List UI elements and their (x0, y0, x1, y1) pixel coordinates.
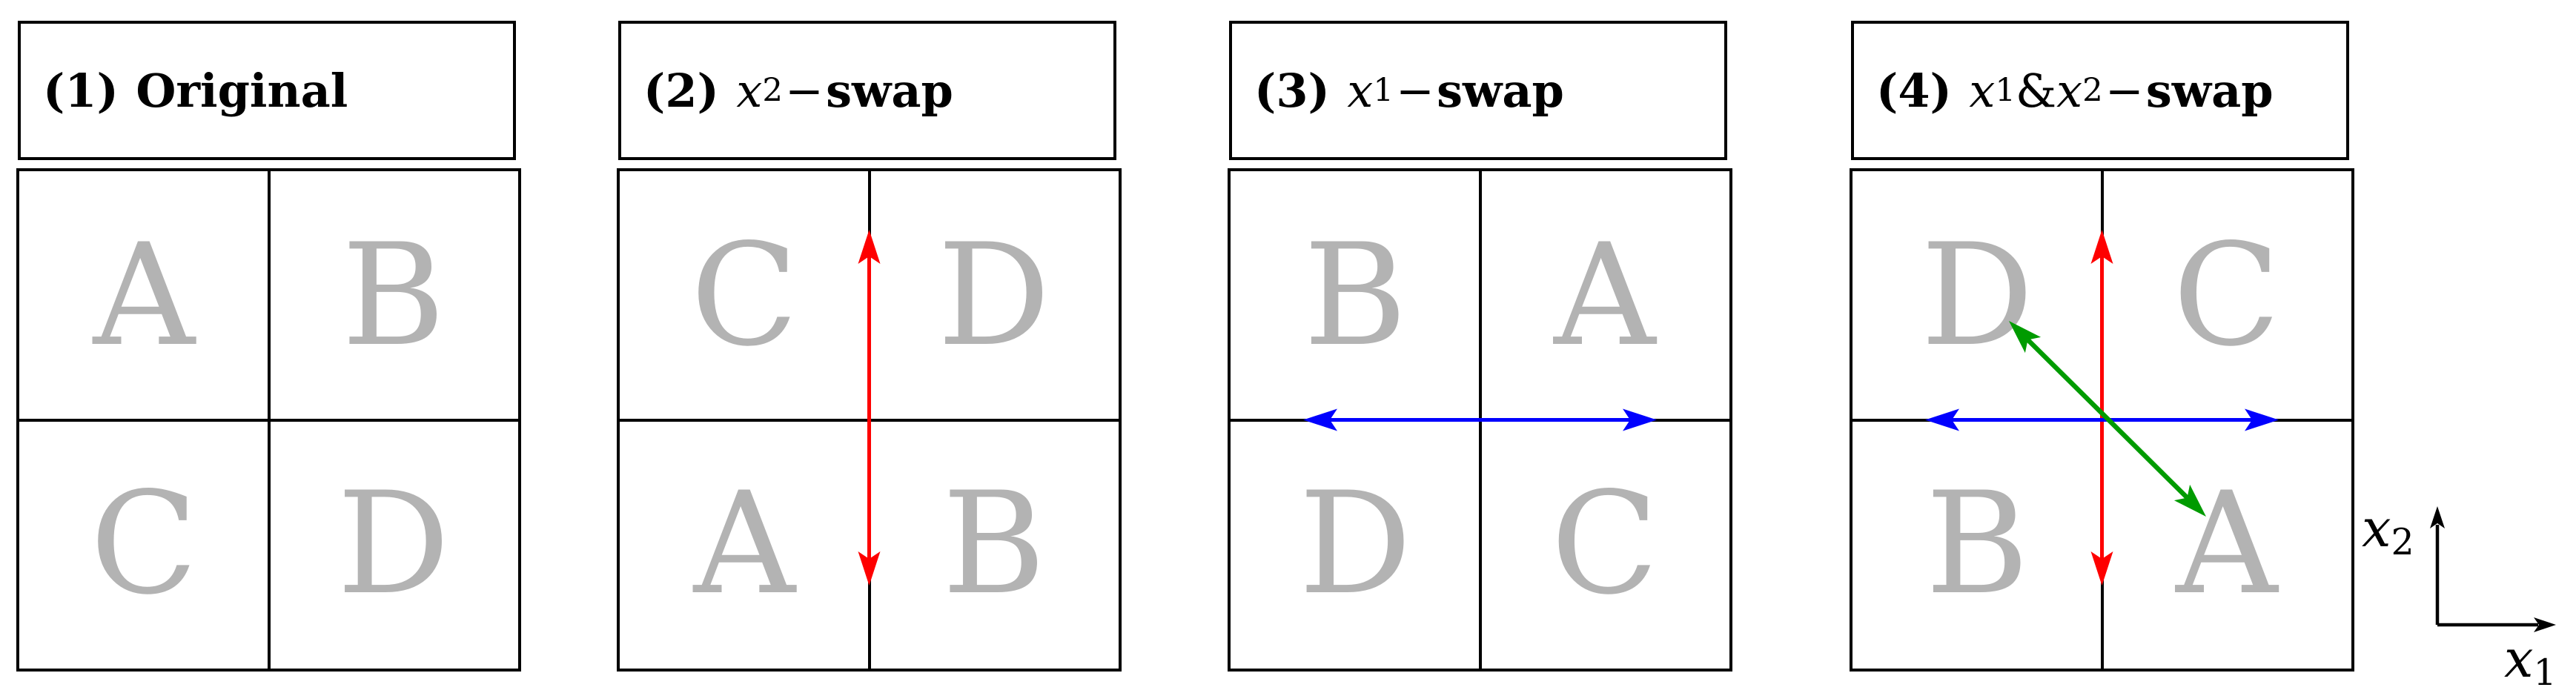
cell-top-left: C (620, 171, 870, 420)
math-subscript: 2 (2391, 520, 2414, 563)
cell-top-left: D (1852, 171, 2102, 420)
cell-letter: D (1921, 213, 2034, 377)
grid-horizontal-divider (19, 418, 518, 422)
cell-bottom-right: C (1480, 420, 1730, 669)
title-word: swap (826, 63, 953, 118)
math-subscript: 1 (2533, 651, 2557, 693)
cell-letter: B (941, 462, 1046, 626)
axes-arrows (2430, 506, 2556, 632)
math-var: x (2504, 629, 2534, 689)
cell-bottom-left: D (1231, 420, 1480, 669)
cell-bottom-left: B (1852, 420, 2102, 669)
cell-letter: C (2173, 213, 2281, 377)
math-var: x (2362, 498, 2391, 559)
quadrant-grid-x1-swap: B A D C (1228, 168, 1732, 672)
cell-letter: A (693, 462, 795, 626)
title-word: Original (136, 63, 348, 118)
cell-bottom-right: B (870, 420, 1119, 669)
cell-letter: C (90, 462, 198, 626)
panel-number: (4) (1876, 63, 1952, 118)
cell-letter: A (1554, 213, 1656, 377)
math-subscript: 1 (1373, 72, 1394, 109)
math-subscript: 2 (762, 72, 783, 109)
cell-top-left: B (1231, 171, 1480, 420)
cell-letter: D (937, 213, 1050, 377)
cell-bottom-right: A (2102, 420, 2352, 669)
cell-letter: B (1303, 213, 1408, 377)
cell-letter: D (337, 462, 450, 626)
coordinate-axes: x2 x1 (2357, 445, 2576, 693)
cell-top-right: D (870, 171, 1119, 420)
quadrant-grid-x1x2-swap: D C B A (1850, 168, 2354, 672)
cell-top-right: C (2102, 171, 2352, 420)
panel-number: (3) (1254, 63, 1330, 118)
cell-top-right: B (269, 171, 519, 420)
quadrant-grid-original: A B C D (16, 168, 521, 672)
cell-bottom-right: D (269, 420, 519, 669)
ampersand: & (2015, 63, 2057, 118)
panel-number: (1) (43, 63, 119, 118)
panel-original: (1) Original A B C D (16, 21, 521, 672)
title-word: swap (2145, 63, 2274, 118)
math-var: x (1969, 63, 1996, 118)
panel-title-original: (1) Original (18, 21, 516, 160)
cell-letter: B (1925, 462, 2030, 626)
x2-axis-label: x2 (2362, 498, 2414, 563)
math-var: x (2056, 63, 2083, 118)
x1-axis-arrowhead (2534, 617, 2556, 632)
cell-letter: A (93, 213, 195, 377)
math-subscript: 2 (2082, 72, 2103, 109)
cell-letter: C (690, 213, 798, 377)
quadrant-grid-x2-swap: C D A B (617, 168, 1122, 672)
x1-axis-label: x1 (2504, 629, 2557, 693)
cell-letter: A (2176, 462, 2278, 626)
cell-letter: C (1551, 462, 1659, 626)
cell-letter: D (1299, 462, 1412, 626)
x2-axis-arrowhead (2430, 506, 2445, 528)
cell-bottom-left: A (620, 420, 870, 669)
cell-letter: B (341, 213, 446, 377)
minus-sign: − (785, 63, 824, 118)
cell-bottom-left: C (19, 420, 269, 669)
panel-number: (2) (643, 63, 719, 118)
cell-top-left: A (19, 171, 269, 420)
minus-sign: − (1396, 63, 1434, 118)
cell-top-right: A (1480, 171, 1730, 420)
minus-sign: − (2105, 63, 2144, 118)
math-var: x (1347, 63, 1374, 118)
math-var: x (736, 63, 763, 118)
math-subscript: 1 (1995, 72, 2016, 109)
title-word: swap (1437, 63, 1564, 118)
